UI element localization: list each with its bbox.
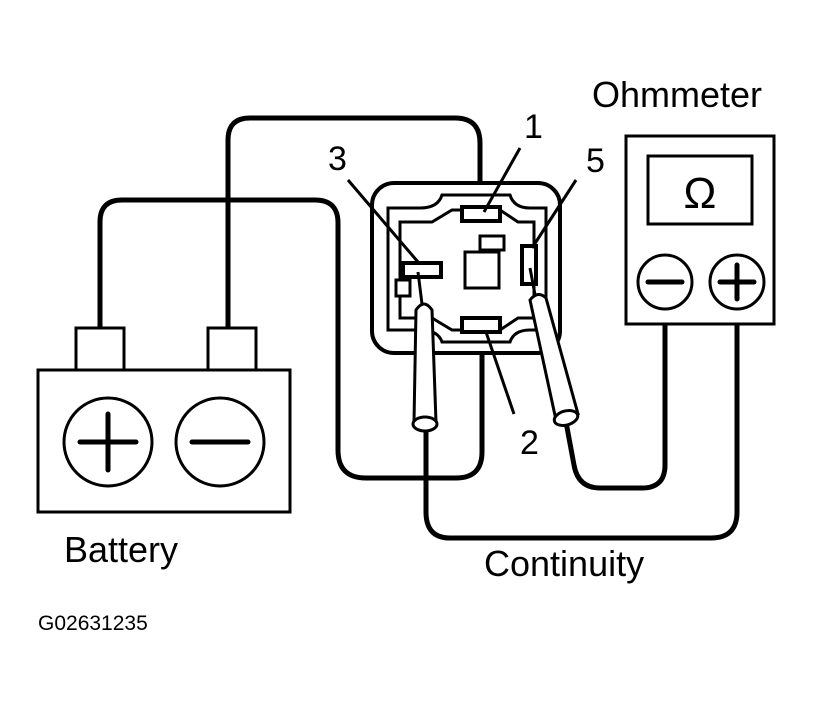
wire-battery-positive-to-terminal-2 [97,197,485,481]
relay-terminal-2 [460,316,502,334]
battery-negative-symbol [174,396,266,488]
battery-post-positive [74,326,126,374]
ohmmeter-plus-jack [708,253,766,311]
terminal-2-label: 2 [520,424,539,462]
leader-5 [530,179,578,249]
probe-on-terminal-5 [528,267,580,427]
terminal-5-label: 5 [586,142,605,180]
figure-code: G02631235 [38,612,148,635]
ohmmeter: Ω [624,134,776,326]
relay [370,181,562,355]
terminal-3-label: 3 [328,140,347,178]
relay-key-slot [478,234,506,252]
ohmmeter-label: Ohmmeter [592,74,762,115]
probe-on-terminal-3 [411,271,439,433]
relay-terminal-3 [401,261,443,279]
relay-terminal-5 [520,244,538,286]
wire-ohmmeter-minus-to-probe-5 [563,302,668,491]
relay-side-notch [394,278,412,298]
leader-3 [346,179,420,263]
ohm-symbol-icon: Ω [684,169,717,218]
relay-terminal-1 [460,205,502,223]
relay-center-block [463,250,501,290]
ohmmeter-minus-jack [636,253,694,311]
battery-post-negative [206,326,258,374]
terminal-1-label: 1 [524,108,543,146]
leader-1 [482,147,522,213]
wires [97,115,740,541]
wire-ohmmeter-plus-to-probe-3 [423,302,740,541]
leader-2 [484,331,516,415]
ohmmeter-display [646,154,754,226]
battery-positive-symbol [62,396,154,488]
leader-lines [346,147,578,415]
continuity-label: Continuity [484,543,644,584]
battery-label: Battery [64,529,178,570]
battery [36,326,292,514]
wire-battery-negative-to-terminal-1 [225,115,483,333]
